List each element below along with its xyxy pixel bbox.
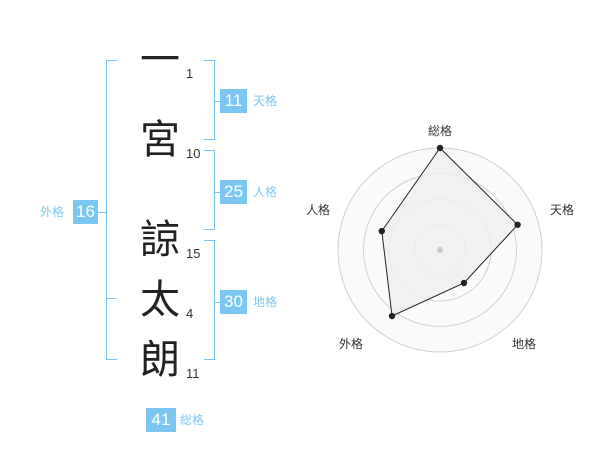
tenkaku-label: 天格: [253, 94, 278, 108]
gaikaku-bracket-tick: [106, 298, 116, 299]
jinkaku-label: 人格: [253, 185, 278, 199]
radar-point-0: [436, 144, 444, 152]
radar-point-2: [460, 279, 468, 287]
name-char-1: 一: [140, 37, 180, 83]
radar-series-polygon: [381, 147, 519, 317]
soukaku-label: 総格: [180, 413, 205, 427]
gaikaku-label: 外格: [40, 205, 65, 219]
chikaku-value: 30: [220, 290, 247, 314]
radar-axis-label-tenkaku: 天格: [550, 203, 575, 217]
name-char-3: 諒: [140, 217, 180, 263]
jinkaku-bracket: [204, 150, 215, 230]
tenkaku-value: 11: [220, 89, 247, 113]
radar-point-3: [388, 312, 396, 320]
tenkaku-bracket: [204, 60, 215, 140]
jinkaku-connector: [214, 192, 220, 193]
name-char-2: 宮: [140, 117, 180, 163]
gaikaku-connector: [98, 212, 106, 213]
stroke-count-2: 10: [186, 146, 201, 161]
soukaku-value: 41: [146, 408, 176, 432]
chikaku-bracket: [204, 240, 215, 360]
gaikaku-value: 16: [73, 200, 98, 224]
radar-axis-label-soukaku: 総格: [428, 124, 453, 138]
tenkaku-connector: [214, 101, 220, 102]
name-char-4: 太: [140, 277, 180, 323]
radar-point-4: [378, 227, 385, 235]
jinkaku-value: 25: [220, 180, 247, 204]
stroke-count-5: 11: [186, 366, 200, 381]
chikaku-label: 地格: [253, 295, 278, 309]
stroke-count-3: 15: [186, 246, 201, 261]
radar-axis-label-gaikaku: 外格: [339, 337, 364, 351]
radar-axis-label-jinkaku: 人格: [306, 203, 331, 217]
stroke-count-1: 1: [186, 66, 194, 81]
radar-center-dot: [437, 247, 443, 253]
chikaku-connector: [214, 302, 220, 303]
radar-point-1: [514, 221, 521, 228]
radar-axis-label-chikaku: 地格: [512, 337, 537, 351]
stroke-count-4: 4: [186, 306, 194, 321]
gaikaku-bracket: [106, 60, 117, 360]
name-char-5: 朗: [140, 337, 180, 383]
